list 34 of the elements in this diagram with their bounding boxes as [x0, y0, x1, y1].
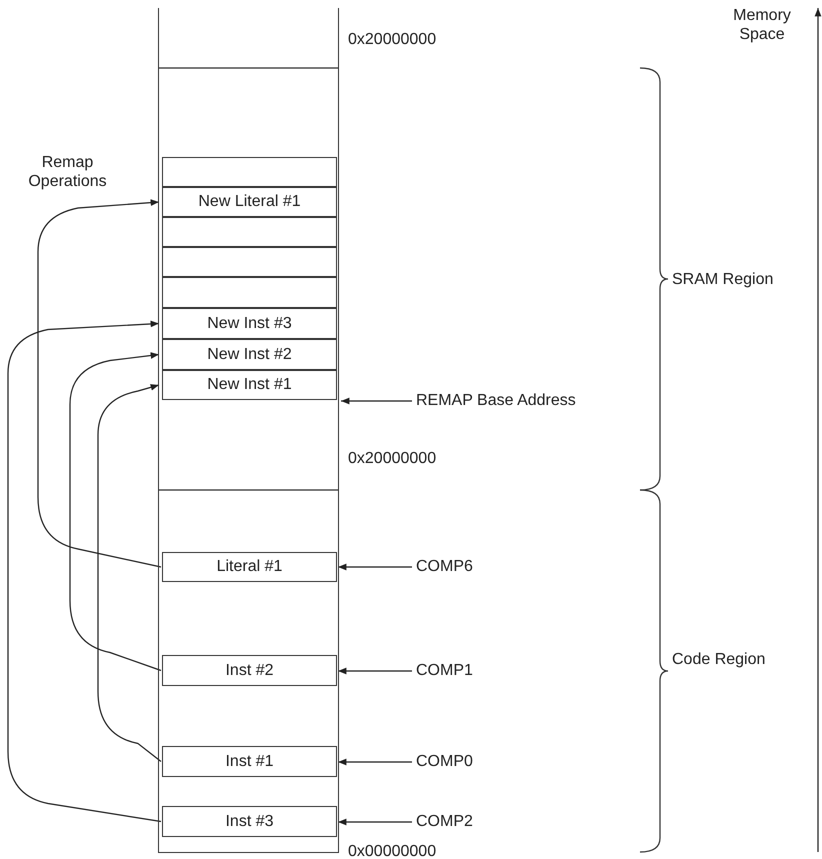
arrow [37, 199, 162, 568]
memory-slot [162, 247, 337, 277]
memory-slot [162, 157, 337, 187]
axis-label: Memory Space [732, 6, 792, 44]
comparator-label: COMP2 [416, 812, 480, 832]
arrow [338, 758, 412, 766]
memory-column [158, 8, 339, 853]
arrow [97, 384, 162, 762]
memory-slot [162, 217, 337, 247]
comparator-label: COMP0 [416, 752, 480, 772]
region-label: Code Region [672, 650, 766, 669]
comparator-label: REMAP Base Address [416, 391, 606, 411]
region-label: SRAM Region [672, 270, 774, 289]
memory-slot: New Inst #2 [162, 339, 337, 370]
comparator-label: COMP6 [416, 557, 480, 577]
arrow [7, 320, 162, 822]
comparator-label: COMP1 [416, 661, 480, 681]
address-label: 0x20000000 [348, 449, 436, 468]
memory-slot: Inst #1 [162, 746, 337, 777]
arrow [338, 818, 412, 826]
annotation-text: Remap Operations [27, 153, 108, 191]
arrow [69, 352, 162, 672]
memory-slot: Literal #1 [162, 552, 337, 582]
memory-slot: New Literal #1 [162, 187, 337, 217]
memory-slot: Inst #3 [162, 806, 337, 837]
memory-slot [162, 277, 337, 308]
memory-slot: New Inst #3 [162, 308, 337, 339]
memory-slot: New Inst #1 [162, 370, 337, 400]
address-label: 0x00000000 [348, 842, 436, 859]
arrow [338, 668, 412, 674]
arrow [341, 398, 412, 404]
arrow [338, 564, 412, 570]
address-label: 0x20000000 [348, 30, 436, 49]
memory-slot: Inst #2 [162, 655, 337, 686]
